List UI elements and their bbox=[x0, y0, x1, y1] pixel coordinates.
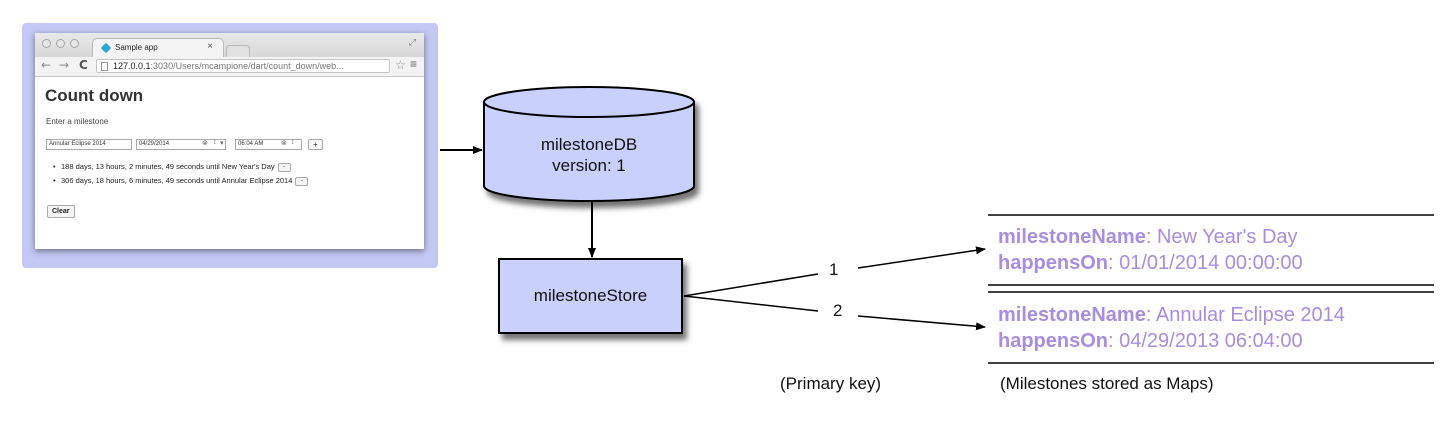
milestone-name-input[interactable]: Annular Eclipse 2014 bbox=[46, 139, 132, 150]
time-stepper-icon[interactable]: ↕ bbox=[291, 139, 295, 146]
close-window-icon[interactable] bbox=[42, 39, 51, 48]
milestone-text: 306 days, 18 hours, 6 minutes, 49 second… bbox=[61, 176, 293, 185]
field-key: happensOn bbox=[998, 252, 1109, 274]
new-tab-button[interactable] bbox=[226, 45, 250, 57]
browser-tab[interactable]: Sample app × bbox=[92, 38, 224, 57]
subtitle: Enter a milestone bbox=[46, 117, 109, 126]
milestone-date-input[interactable]: 04/29/2014 bbox=[136, 139, 226, 150]
milestonestore-label: milestoneStore bbox=[533, 286, 648, 305]
field-key: milestoneName bbox=[998, 304, 1146, 326]
field-value: : 01/01/2014 00:00:00 bbox=[1108, 252, 1303, 274]
milestone-list: 188 days, 13 hours, 2 minutes, 49 second… bbox=[53, 162, 309, 190]
key2-arrow bbox=[857, 315, 986, 331]
field-value: : Annular Eclipse 2014 bbox=[1145, 304, 1345, 326]
field-value: : New Year's Day bbox=[1145, 226, 1298, 248]
forward-arrow-icon[interactable]: → bbox=[59, 58, 70, 72]
page-title: Count down bbox=[45, 86, 144, 105]
milestonedb-cylinder bbox=[483, 86, 695, 202]
date-value: 04/29/2014 bbox=[139, 141, 170, 147]
key1-arrow bbox=[857, 246, 986, 269]
milestone-text: 188 days, 13 hours, 2 minutes, 49 second… bbox=[61, 162, 275, 171]
record-1: milestoneName: New Year's Day happensOn:… bbox=[998, 224, 1303, 276]
record-name-line: milestoneName: New Year's Day bbox=[998, 224, 1303, 250]
milestonedb-label: milestoneDB version: 1 bbox=[490, 134, 688, 176]
bookmark-star-icon[interactable]: ☆ bbox=[395, 58, 406, 72]
list-item: 306 days, 18 hours, 6 minutes, 49 second… bbox=[53, 176, 309, 190]
record-date-line: happensOn: 04/29/2013 06:04:00 bbox=[998, 328, 1345, 354]
back-arrow-icon[interactable]: ← bbox=[41, 58, 52, 72]
milestone-time-input[interactable]: 06:04 AM bbox=[235, 139, 302, 150]
field-key: happensOn bbox=[998, 330, 1109, 352]
field-value: : 04/29/2013 06:04:00 bbox=[1108, 330, 1303, 352]
primary-key-2: 2 bbox=[833, 301, 843, 320]
date-dropdown-icon[interactable]: ▾ bbox=[220, 140, 224, 147]
milestonestore-box bbox=[498, 258, 683, 334]
remove-milestone-button[interactable]: - bbox=[277, 162, 291, 172]
record-name-line: milestoneName: Annular Eclipse 2014 bbox=[998, 302, 1345, 328]
key1-line bbox=[683, 273, 819, 297]
record-2: milestoneName: Annular Eclipse 2014 happ… bbox=[998, 302, 1345, 354]
app-page: Count down Enter a milestone Annular Ecl… bbox=[35, 77, 424, 249]
list-item: 188 days, 13 hours, 2 minutes, 49 second… bbox=[53, 162, 308, 176]
fullscreen-icon[interactable]: ⤢ bbox=[408, 37, 416, 47]
time-value: 06:04 AM bbox=[238, 141, 264, 147]
reload-icon[interactable]: C bbox=[79, 58, 88, 72]
time-clear-icon[interactable]: ⊗ bbox=[281, 140, 287, 147]
date-clear-icon[interactable]: ⊗ bbox=[202, 140, 208, 147]
primary-key-caption: (Primary key) bbox=[780, 374, 882, 393]
db-version: version: 1 bbox=[552, 156, 626, 175]
tab-close-icon[interactable]: × bbox=[207, 41, 213, 52]
key2-line bbox=[683, 295, 819, 312]
zoom-window-icon[interactable] bbox=[70, 39, 79, 48]
navigation-bar: ← → C 127.0.0.1:3030/Users/mcampione/dar… bbox=[35, 57, 424, 77]
page-icon bbox=[101, 62, 108, 71]
tab-title: Sample app bbox=[115, 43, 158, 52]
url-text: 127.0.0.1:3030/Users/mcampione/dart/coun… bbox=[113, 61, 344, 71]
add-milestone-button[interactable]: + bbox=[308, 139, 323, 150]
clear-button[interactable]: Clear bbox=[47, 205, 75, 218]
record-date-line: happensOn: 01/01/2014 00:00:00 bbox=[998, 250, 1303, 276]
field-key: milestoneName bbox=[998, 226, 1146, 248]
tab-bar: Sample app × ⤢ bbox=[35, 33, 424, 57]
maps-caption: (Milestones stored as Maps) bbox=[1000, 374, 1214, 393]
date-stepper-icon[interactable]: ↕ bbox=[213, 139, 217, 146]
browser-window: Sample app × ⤢ ← → C 127.0.0.1:3030/User… bbox=[35, 33, 424, 249]
remove-milestone-button[interactable]: - bbox=[295, 176, 309, 186]
hamburger-menu-icon[interactable]: ≡ bbox=[410, 57, 418, 71]
db-name: milestoneDB bbox=[540, 135, 638, 154]
address-bar[interactable]: 127.0.0.1:3030/Users/mcampione/dart/coun… bbox=[96, 59, 390, 73]
primary-key-1: 1 bbox=[829, 260, 839, 279]
minimize-window-icon[interactable] bbox=[56, 39, 65, 48]
